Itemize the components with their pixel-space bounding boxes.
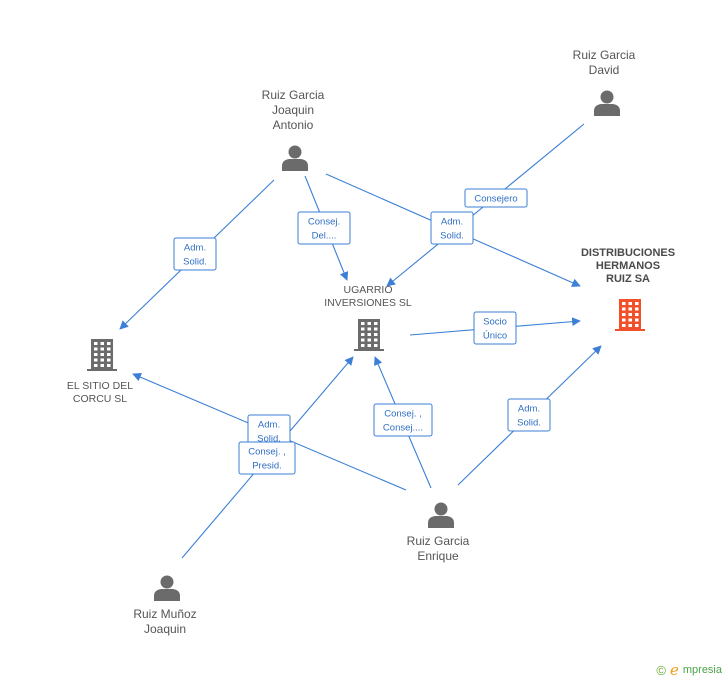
edge-label-text: Socio: [483, 317, 507, 328]
edge-label-ruiz-garcia-joaquin-antonio-to-ugarrio[interactable]: Consej. Del....: [297, 211, 351, 245]
node-label: Joaquin: [272, 103, 314, 117]
edge-label-ruiz-garcia-enrique-to-el-sitio[interactable]: Adm. Solid.: [247, 414, 291, 448]
edge-label-text: Del....: [312, 231, 337, 242]
edge-label-text: Adm.: [258, 420, 280, 431]
building-icon-focus: [615, 299, 645, 331]
node-label: Ruiz Garcia: [262, 88, 325, 102]
node-label: Joaquin: [144, 622, 186, 636]
edge-label-text: Único: [483, 331, 507, 342]
edge-label-ruiz-garcia-joaquin-antonio-to-distribuciones[interactable]: Adm. Solid.: [430, 211, 474, 245]
edge-label-box: [507, 398, 551, 432]
brand-name: mpresia: [682, 664, 722, 676]
node-label: Ruiz Garcia: [407, 534, 470, 548]
building-icon: [87, 339, 117, 371]
edge-label-text: Solid.: [440, 231, 464, 242]
node-label: Ruiz Muñoz: [133, 607, 196, 621]
edge-label-ruiz-garcia-enrique-to-distribuciones[interactable]: Adm. Solid.: [507, 398, 551, 432]
copyright-symbol: ©: [656, 662, 666, 678]
person-icon: [428, 502, 454, 528]
person-icon: [154, 575, 180, 601]
edge-label-text: Adm.: [184, 243, 206, 254]
node-label: Ruiz Garcia: [573, 48, 636, 62]
node-label: DISTRIBUCIONES: [581, 247, 675, 259]
node-label: UGARRIO: [343, 284, 392, 296]
node-label: RUIZ SA: [606, 273, 650, 285]
edge-label-ruiz-garcia-david-to-ugarrio[interactable]: Consejero: [464, 188, 528, 208]
edge-label-box: [464, 188, 528, 208]
node-label: INVERSIONES SL: [324, 297, 412, 309]
edge-label-text: Presid.: [252, 461, 282, 472]
edge-label-text: Consej. ,: [248, 447, 286, 458]
edge-label-text: Adm.: [441, 217, 463, 228]
edge-label-text: Consej. ,: [384, 409, 422, 420]
edge-label-text: Solid.: [183, 257, 207, 268]
edge-label-text: Consej....: [383, 423, 423, 434]
edge-label-box: [430, 211, 474, 245]
edge-label-ruiz-munoz-joaquin-to-ugarrio[interactable]: Consej. , Presid.: [238, 441, 296, 475]
edge-label-box: [173, 237, 217, 271]
edge-label-text: Consej.: [308, 217, 340, 228]
person-icon: [594, 90, 620, 116]
person-icon: [282, 145, 308, 171]
edge-label-text: Adm.: [518, 404, 540, 415]
building-icon: [354, 319, 384, 351]
edge-label-text: Solid.: [257, 434, 281, 445]
edge-label-ruiz-garcia-enrique-to-ugarrio[interactable]: Consej. , Consej....: [373, 403, 433, 437]
edge-label-box: [473, 311, 517, 345]
edge-label-text: Solid.: [517, 418, 541, 429]
edge-label-box: [373, 403, 433, 437]
node-label: EL SITIO DEL: [67, 380, 133, 392]
edge-label-box: [238, 441, 296, 475]
edge-label-text: Consejero: [474, 194, 517, 205]
edge-label-ruiz-garcia-joaquin-antonio-to-el-sitio[interactable]: Adm. Solid.: [173, 237, 217, 271]
node-label: Enrique: [417, 549, 459, 563]
edge-label-box: [297, 211, 351, 245]
node-label: HERMANOS: [596, 260, 660, 272]
node-label: David: [589, 63, 620, 77]
node-label: CORCU SL: [73, 393, 127, 405]
node-label: Antonio: [273, 118, 314, 132]
brand-initial: e: [669, 661, 679, 679]
